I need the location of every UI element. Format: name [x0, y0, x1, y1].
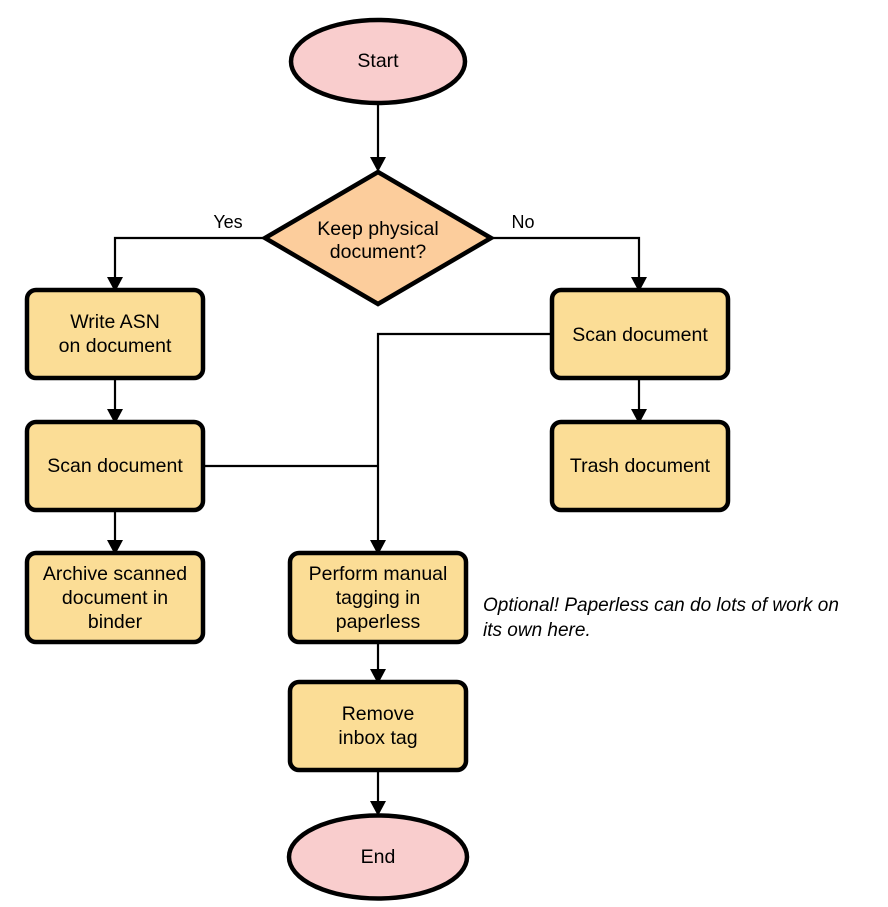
- node-scan-document-right[interactable]: Scan document: [549, 287, 731, 381]
- decision-label-line2: document?: [330, 241, 427, 263]
- archive-label-line1: Archive scanned: [43, 563, 187, 585]
- trash-document-box: [549, 419, 731, 513]
- arrowhead-icon: [370, 540, 386, 555]
- node-archive-scanned-document[interactable]: Archive scanned document in binder: [24, 550, 206, 645]
- decision-label-line1: Keep physical: [317, 218, 438, 240]
- edge-tagging-to-remove-tag: [370, 642, 386, 684]
- end-label: End: [361, 846, 396, 868]
- node-write-asn-on-document[interactable]: Write ASN on document: [24, 287, 206, 381]
- edge-label-no: No: [511, 212, 534, 232]
- arrowhead-icon: [370, 157, 386, 172]
- node-remove-inbox-tag[interactable]: Remove inbox tag: [287, 679, 469, 773]
- arrowhead-icon: [107, 409, 123, 424]
- annotation-line2: its own here.: [483, 620, 591, 641]
- scan-document-right-box: [549, 287, 731, 381]
- node-trash-document[interactable]: Trash document: [549, 419, 731, 513]
- archive-label-line2: document in: [62, 587, 168, 609]
- tagging-label-line2: tagging in: [336, 587, 421, 609]
- node-perform-manual-tagging[interactable]: Perform manual tagging in paperless: [287, 550, 469, 645]
- archive-box: [24, 550, 206, 645]
- tagging-label-line3: paperless: [336, 611, 421, 633]
- tagging-label-line1: Perform manual: [309, 563, 448, 585]
- arrowhead-icon: [631, 277, 647, 292]
- end-ellipse: [286, 813, 470, 901]
- remove-inbox-tag-box: [287, 679, 469, 773]
- archive-label-line3: binder: [88, 611, 143, 633]
- arrowhead-icon: [370, 801, 386, 816]
- edge-decision-yes-to-write-asn: [107, 236, 265, 292]
- annotation-note: Optional! Paperless can do lots of work …: [483, 595, 839, 641]
- annotation-line1: Optional! Paperless can do lots of work …: [483, 595, 839, 616]
- edge-scan-right-to-trash: [631, 378, 647, 424]
- start-label: Start: [357, 50, 399, 72]
- tagging-box: [287, 550, 469, 645]
- start-ellipse: [288, 17, 468, 106]
- edge-start-to-decision: [370, 103, 386, 172]
- arrowhead-icon: [631, 409, 647, 424]
- scan-document-right-label: Scan document: [572, 324, 708, 346]
- edge-write-asn-to-scan-left: [107, 378, 123, 424]
- edge-remove-tag-to-end: [370, 770, 386, 816]
- decision-diamond: [260, 169, 496, 307]
- edge-scan-right-to-tagging: [370, 332, 552, 555]
- arrowhead-icon: [107, 540, 123, 555]
- write-asn-label-line2: on document: [59, 335, 172, 357]
- arrowhead-icon: [370, 669, 386, 684]
- edge-label-yes: Yes: [213, 212, 242, 232]
- node-scan-document-left[interactable]: Scan document: [24, 419, 206, 513]
- remove-inbox-tag-label-line2: inbox tag: [338, 727, 417, 749]
- edge-decision-no-to-scan-right: [491, 236, 647, 292]
- remove-inbox-tag-label-line1: Remove: [342, 703, 415, 725]
- node-end[interactable]: End: [286, 813, 470, 901]
- write-asn-box: [24, 287, 206, 381]
- node-decision-keep-physical-document[interactable]: Keep physical document?: [260, 169, 496, 307]
- write-asn-label-line1: Write ASN: [70, 311, 160, 333]
- edge-scan-left-to-archive: [107, 510, 123, 555]
- scan-document-left-box: [24, 419, 206, 513]
- node-start[interactable]: Start: [288, 17, 468, 106]
- arrowhead-icon: [107, 277, 123, 292]
- scan-document-left-label: Scan document: [47, 455, 183, 477]
- trash-document-label: Trash document: [570, 455, 711, 477]
